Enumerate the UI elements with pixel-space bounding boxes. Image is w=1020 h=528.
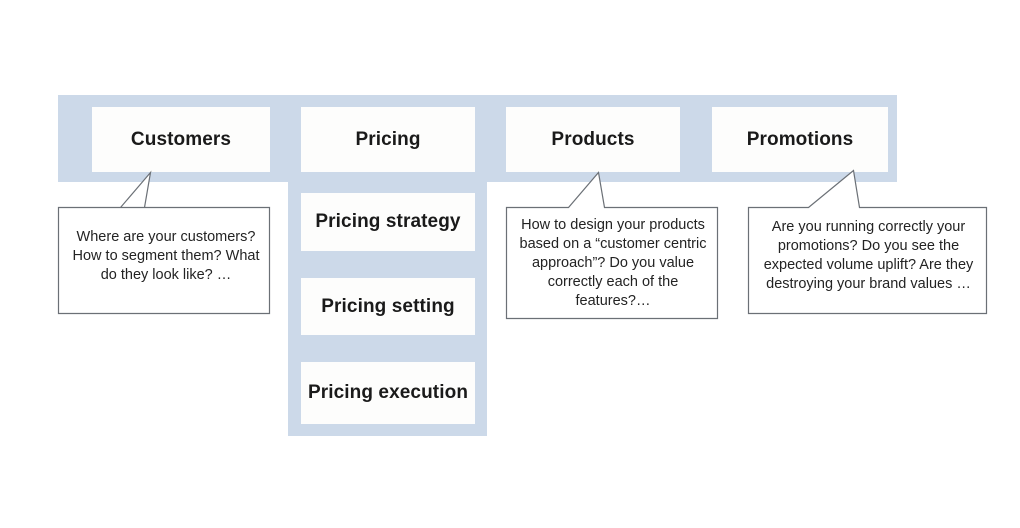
pillar-label-products: Products xyxy=(551,128,635,150)
pillar-sublabel-pricing-execution: Pricing execution xyxy=(307,382,469,403)
callout-products: How to design your products based on a “… xyxy=(505,168,720,323)
pillar-box-customers[interactable]: Customers xyxy=(92,107,270,172)
pillar-label-pricing: Pricing xyxy=(355,128,421,150)
pillar-label-customers: Customers xyxy=(130,128,232,150)
pillar-box-pricing[interactable]: Pricing xyxy=(301,107,475,172)
callout-promotions: Are you running correctly your promotion… xyxy=(747,166,989,318)
callout-customers: Where are your customers? How to segment… xyxy=(57,168,274,318)
pillar-subbox-pricing-execution[interactable]: Pricing execution xyxy=(301,362,475,424)
pillar-subbox-pricing-setting[interactable]: Pricing setting xyxy=(301,278,475,335)
callout-text-products: How to design your products based on a “… xyxy=(519,217,707,309)
pillar-box-promotions[interactable]: Promotions xyxy=(712,107,888,172)
callout-text-customers: Where are your customers? How to segment… xyxy=(72,229,260,283)
pillar-label-promotions: Promotions xyxy=(746,128,854,150)
callout-customers-shape xyxy=(57,170,271,315)
pillar-sublabel-pricing-strategy: Pricing strategy xyxy=(315,211,461,232)
pillar-sublabel-pricing-setting: Pricing setting xyxy=(321,295,455,317)
pillar-box-products[interactable]: Products xyxy=(506,107,680,172)
pillar-subbox-pricing-strategy[interactable]: Pricing strategy xyxy=(301,193,475,251)
callout-text-promotions: Are you running correctly your promotion… xyxy=(763,219,974,292)
callout-promotions-shape xyxy=(747,169,988,315)
callout-products-shape xyxy=(505,171,719,320)
